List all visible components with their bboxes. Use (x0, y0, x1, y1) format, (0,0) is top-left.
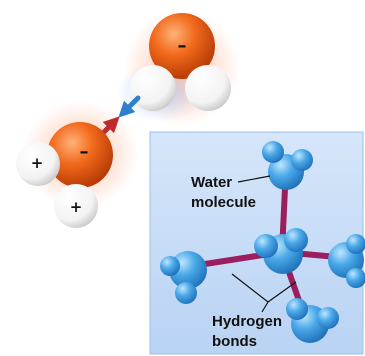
inset-molecule-top (262, 141, 313, 190)
blue-attraction-arrow (118, 95, 141, 118)
top-water-molecule: – (130, 13, 231, 111)
hydrogen-bonds-label-line2: bonds (212, 333, 257, 350)
hydrogen-bond-inset: Water molecule Hydrogen bonds (149, 131, 365, 355)
hydrogen-left-charge: + (31, 154, 44, 172)
water-molecule-label-line1: Water (191, 174, 232, 191)
bottom-oxygen-atom (47, 122, 113, 188)
top-oxygen-charge: – (178, 36, 187, 57)
water-molecule-pointer (237, 175, 271, 183)
hydrogen-bonds-pointer (261, 301, 269, 313)
inset-molecule-right (328, 234, 365, 288)
hydrogen-bonds-label-line1: Hydrogen (212, 313, 282, 330)
inset-molecule-center (254, 228, 308, 274)
top-hydrogen-atom-right (185, 65, 231, 111)
bottom-water-molecule: – + + (16, 122, 113, 228)
hydrogen-bottom-charge: + (70, 198, 83, 216)
inset-molecule-left (160, 251, 207, 304)
molecule-pair: – – + + (16, 10, 240, 228)
bottom-oxygen-charge: – (80, 142, 89, 163)
top-oxygen-atom (149, 13, 215, 79)
water-molecule-label-line2: molecule (191, 194, 256, 211)
red-attraction-arrow (99, 116, 120, 137)
bottom-hydrogen-atom-bottom (54, 184, 98, 228)
top-hydrogen-atom-left (130, 65, 176, 111)
inset-molecule-bottom (286, 298, 339, 343)
bottom-hydrogen-atom-left (16, 142, 60, 186)
